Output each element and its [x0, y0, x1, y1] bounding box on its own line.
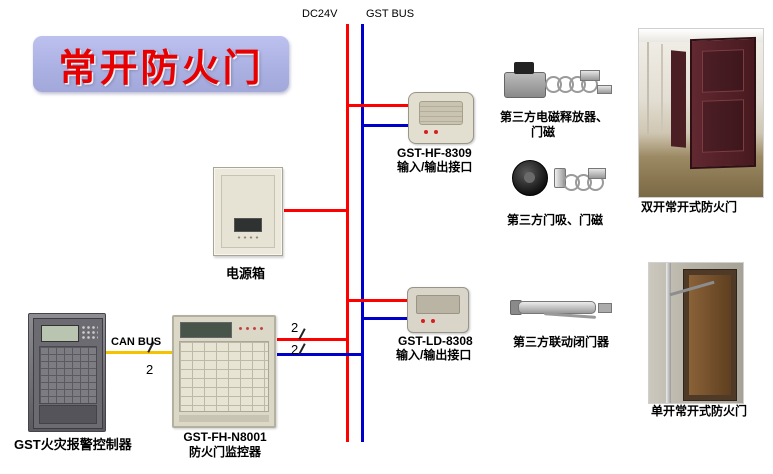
release-label-line1: 第三方电磁释放器、 [500, 110, 609, 124]
corridor-wall-line-2 [661, 44, 663, 130]
can-bus-label: CAN BUS [111, 336, 162, 348]
ld8308-led-1 [421, 319, 425, 323]
fire-alarm-controller-image [28, 313, 106, 432]
power-box-display [234, 218, 262, 232]
wire-monitor-power [277, 338, 347, 341]
ld8308-module-image [407, 287, 469, 333]
double-door-label: 双开常开式防火门 [641, 200, 738, 214]
closer-end-bracket [598, 303, 612, 313]
door-closer-label: 第三方联动闭门器 [513, 335, 610, 349]
wire-monitor-signal [277, 353, 362, 356]
monitor-lcd [180, 322, 232, 338]
hf8309-desc-label: 输入/输出接口 [397, 160, 473, 174]
page-title: 常开防火门 [58, 47, 264, 90]
corridor-wall-line-1 [647, 42, 649, 134]
single-door-leaf [689, 275, 731, 395]
door-holder-label: 第三方门吸、门磁 [507, 213, 604, 227]
ld8308-panel [416, 295, 460, 314]
holder-door-magnet [588, 168, 606, 179]
power-box-door [221, 175, 275, 248]
monitor-led-indicators [237, 325, 267, 333]
wire-powerbox [284, 209, 347, 212]
gst-bus-line [361, 24, 364, 442]
single-door-photo [648, 262, 744, 404]
door-magnet-part-1 [580, 70, 600, 81]
wire-hf8309-signal [363, 124, 414, 127]
hf8309-led-2 [434, 130, 438, 134]
monitor-model-label: GST-FH-N8001 [183, 430, 267, 444]
controller-lower-panel [39, 405, 97, 424]
release-label-line2: 门磁 [531, 125, 556, 139]
controller-keys [81, 325, 98, 340]
hf8309-model-label: GST-HF-8309 [397, 146, 472, 160]
double-door-photo [638, 28, 764, 198]
wall-pole [666, 263, 671, 403]
single-door-label: 单开常开式防火门 [651, 404, 748, 418]
door-holder-image [506, 150, 610, 208]
hf8309-led-1 [424, 130, 428, 134]
hf8309-module-image [408, 92, 474, 144]
dc24v-bus-line [346, 24, 349, 442]
title-banner: 常开防火门 [33, 36, 289, 92]
can-wire-count: 2 [146, 362, 154, 377]
hf8309-grille [419, 101, 463, 125]
ld8308-desc-label: 输入/输出接口 [396, 348, 472, 362]
dc24v-label: DC24V [302, 8, 338, 20]
monitor-indicator-grid [179, 341, 269, 412]
power-box-label: 电源箱 [226, 266, 266, 281]
wire-ld8308-power [348, 299, 412, 302]
power-box-indicators [236, 235, 260, 240]
power-supply-box-image [213, 167, 283, 256]
monitor-desc-label: 防火门监控器 [188, 445, 261, 459]
ld8308-model-label: GST-LD-8308 [398, 334, 473, 348]
release-body [504, 72, 546, 98]
controller-face [33, 318, 103, 429]
gst-bus-label: GST BUS [366, 8, 415, 20]
monitor-lower-strip [179, 415, 269, 422]
ld8308-led-2 [431, 319, 435, 323]
door-holder-disc [512, 160, 548, 196]
wire-ld8308-signal [363, 317, 412, 320]
double-door-near-leaf [690, 36, 756, 170]
wire-hf8309-power [348, 104, 414, 107]
monitor-power-wire-count: 2 [291, 320, 299, 335]
closer-bar [518, 301, 596, 314]
controller-lcd [41, 325, 79, 342]
door-closer-image [504, 293, 618, 331]
release-handle [514, 62, 534, 74]
magnetic-release-image [498, 58, 614, 108]
controller-button-grid [39, 346, 97, 404]
wire-can-bus [105, 351, 173, 354]
single-door-frame [683, 269, 737, 401]
monitor-signal-wire-count: 2 [291, 342, 299, 357]
double-door-far-leaf [671, 50, 686, 148]
fire-door-monitor-image [172, 315, 276, 428]
door-magnet-part-2 [597, 85, 612, 94]
controller-label: GST火灾报警控制器 [14, 437, 132, 452]
